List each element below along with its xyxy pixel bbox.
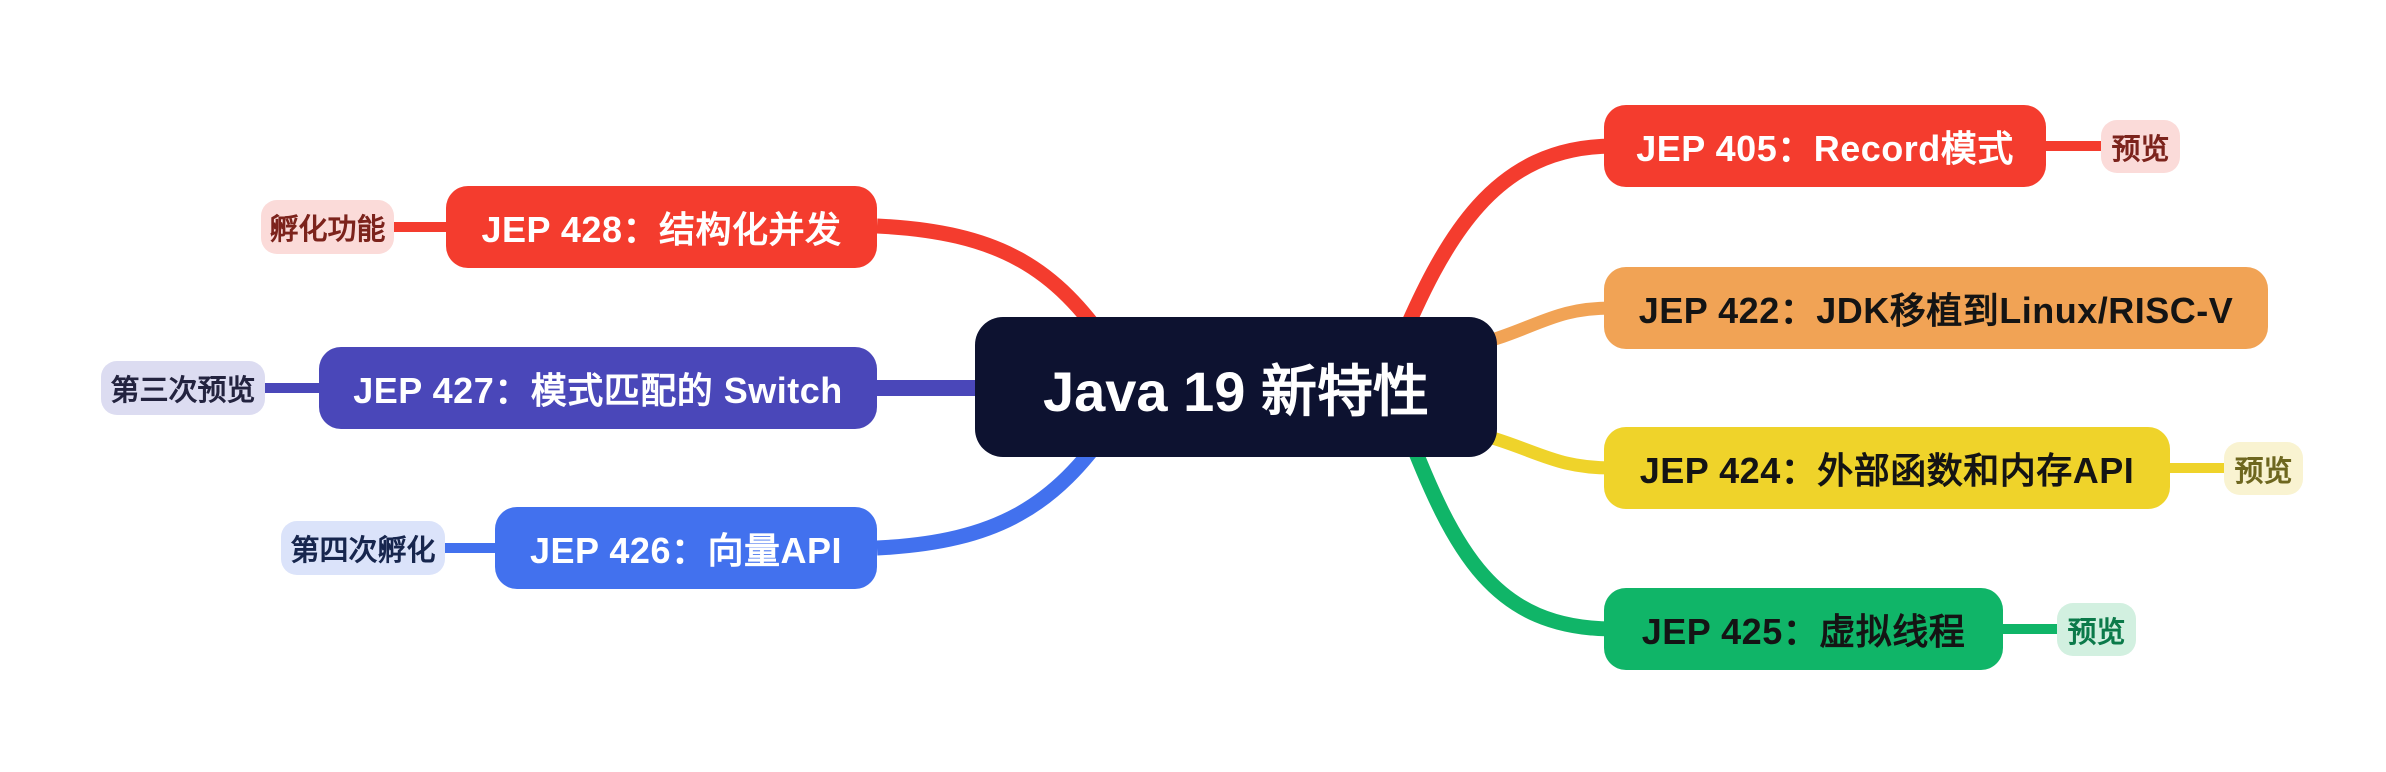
topic-jep-426[interactable] xyxy=(495,507,877,589)
branch-connector-jep-425 xyxy=(1398,422,1613,637)
topic-jep-405[interactable] xyxy=(1604,105,2046,187)
topic-jep-424[interactable] xyxy=(1604,427,2170,509)
topic-jep-425[interactable] xyxy=(1604,588,2003,670)
central-topic-java19[interactable] xyxy=(975,317,1497,457)
topic-jep-428[interactable] xyxy=(446,186,877,268)
tag-jep-428-incubator[interactable] xyxy=(261,200,394,254)
tag-jep-405-preview[interactable] xyxy=(2101,120,2180,173)
topic-jep-422[interactable] xyxy=(1604,267,2268,349)
tag-jep-425-preview[interactable] xyxy=(2057,603,2136,656)
tag-jep-426-fourth-incubator[interactable] xyxy=(281,521,445,575)
tag-jep-424-preview[interactable] xyxy=(2224,442,2303,495)
tag-jep-427-third-preview[interactable] xyxy=(101,361,265,415)
branch-connector-jep-405 xyxy=(1388,138,1613,358)
topic-jep-427[interactable] xyxy=(319,347,877,429)
